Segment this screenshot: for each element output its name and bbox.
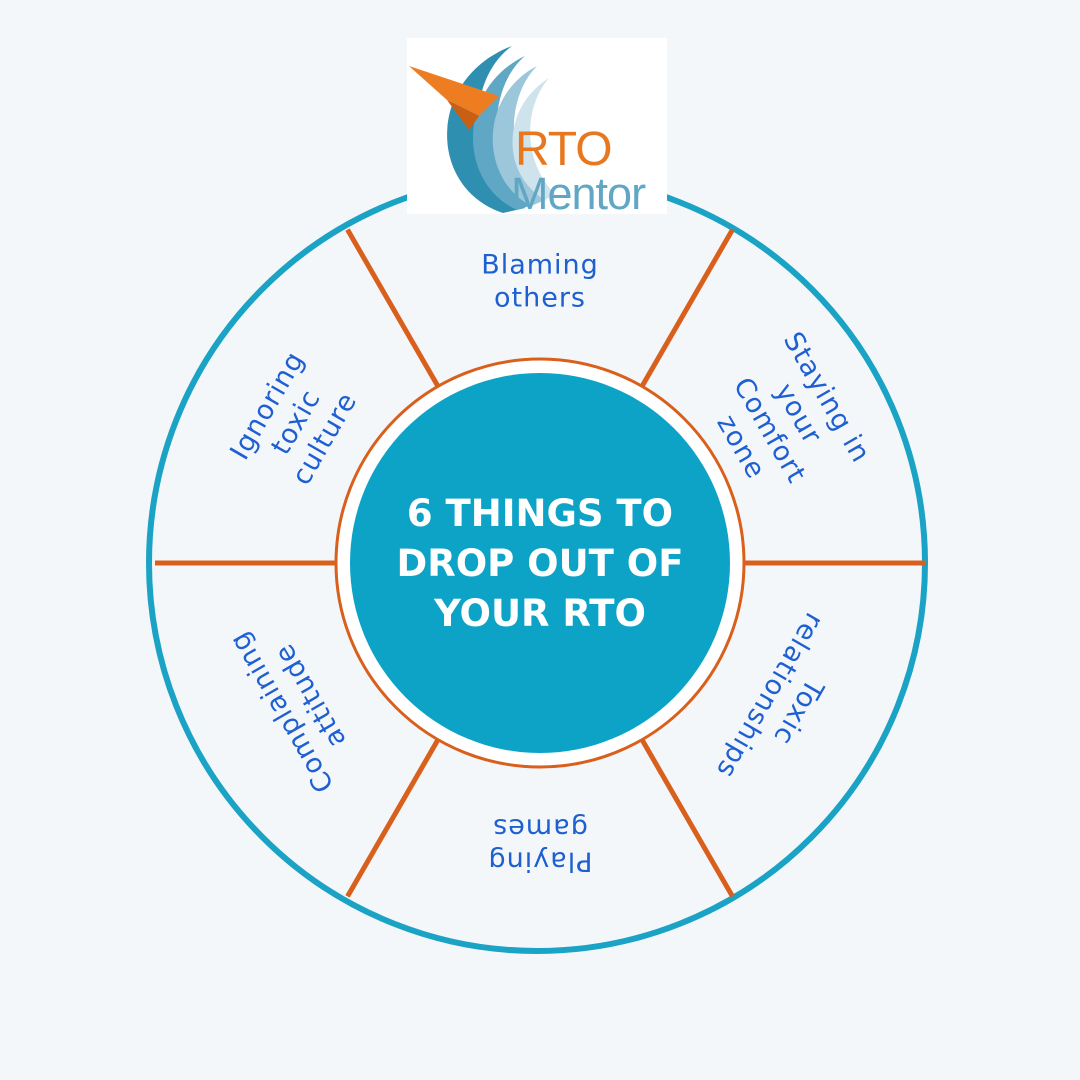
divider-line-4 xyxy=(640,739,735,898)
center-title-line: YOUR RTO xyxy=(433,592,646,635)
divider-line-2 xyxy=(640,228,735,387)
divider-line-1 xyxy=(345,228,440,387)
logo-text-mentor: Mentor xyxy=(511,168,646,219)
logo-text-rto: RTO xyxy=(515,123,613,176)
segment-label-line: others xyxy=(494,283,586,314)
center-title-line: DROP OUT OF xyxy=(396,542,683,585)
center-disk xyxy=(350,373,730,753)
segment-label-line: Blaming xyxy=(481,250,599,281)
segment-label-line: games xyxy=(492,813,588,844)
divider-line-5 xyxy=(345,739,440,898)
segment-bottom: Playinggames xyxy=(487,813,592,877)
segment-label-line: Playing xyxy=(487,846,592,877)
segment-dividers xyxy=(155,228,925,898)
logo-swoosh-icon xyxy=(409,46,555,213)
segment-label-bottom: Playinggames xyxy=(487,813,592,877)
center-title: 6 THINGS TO DROP OUT OF YOUR RTO xyxy=(396,492,683,635)
center-title-line: 6 THINGS TO xyxy=(407,492,673,535)
rto-mentor-logo: RTO Mentor xyxy=(407,38,667,219)
